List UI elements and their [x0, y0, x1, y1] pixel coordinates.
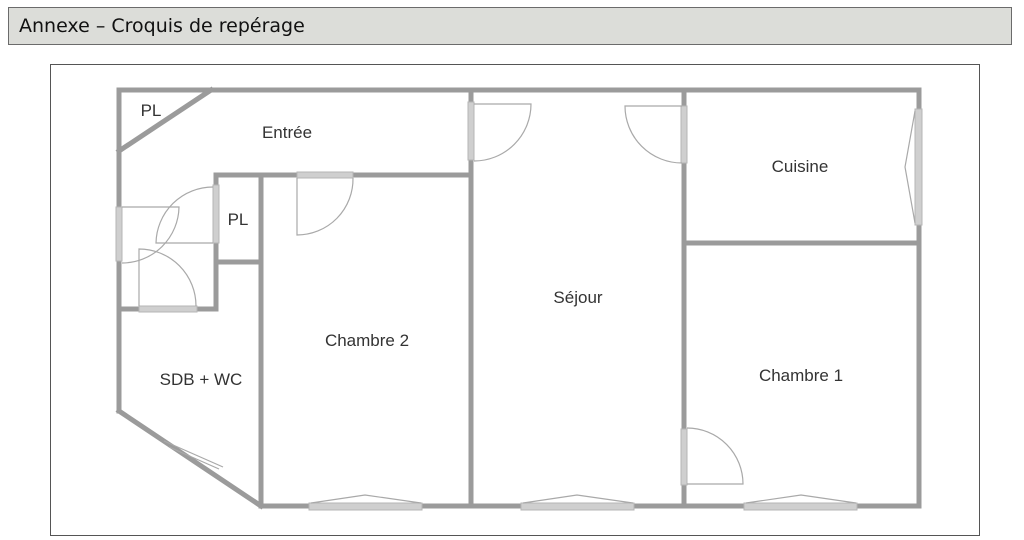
door-frame-sejour-right — [680, 105, 688, 164]
door-swing-closet-bottom — [138, 248, 197, 307]
window-sejour — [520, 502, 635, 511]
door-frame-chambre2 — [296, 171, 354, 179]
walls — [115, 86, 922, 510]
door-swing-chambre2 — [296, 177, 354, 236]
window-chambre1 — [743, 502, 858, 511]
window-casement-cuisine — [904, 110, 916, 224]
door-frame-chambre1 — [680, 428, 688, 486]
door-frame-closet-right — [212, 184, 220, 244]
door-swing-sejour-right — [624, 105, 683, 164]
room-labels: PL Entrée PL Séjour Cuisine Chambre 2 Ch… — [141, 101, 843, 389]
room-label-sdb-wc: SDB + WC — [160, 370, 243, 389]
room-label-entree: Entrée — [262, 123, 312, 142]
floor-plan: PL Entrée PL Séjour Cuisine Chambre 2 Ch… — [115, 86, 923, 511]
door-swing-closet-upper — [121, 206, 180, 264]
window-casement-chambre2 — [310, 494, 422, 504]
door-frame-closet-left — [115, 206, 123, 262]
window-casement-chambre1 — [745, 494, 857, 504]
window-casement-sejour — [522, 494, 634, 504]
openings — [115, 101, 923, 511]
room-label-cuisine: Cuisine — [772, 157, 829, 176]
window-sdb-sash — [168, 446, 220, 470]
window-chambre2 — [308, 502, 423, 511]
door-swing-chambre1 — [686, 427, 744, 485]
door-swings — [121, 103, 916, 504]
floor-plan-frame: PL Entrée PL Séjour Cuisine Chambre 2 Ch… — [50, 64, 980, 536]
room-label-sejour: Séjour — [553, 288, 602, 307]
door-frame-closet-bottom — [138, 305, 198, 313]
window-sdb — [163, 440, 224, 468]
annex-title-bar: Annexe – Croquis de repérage — [8, 7, 1012, 45]
annex-title: Annexe – Croquis de repérage — [19, 15, 305, 37]
room-label-pl-2: PL — [228, 210, 249, 229]
window-cuisine — [914, 108, 923, 226]
wall-pl-diagonal — [115, 86, 215, 155]
door-swing-closet-right — [155, 186, 214, 244]
door-frame-sejour-left — [467, 101, 475, 161]
outer-wall-bottom-diagonal — [115, 407, 265, 510]
door-swing-sejour-left — [473, 103, 532, 162]
room-label-chambre-1: Chambre 1 — [759, 366, 843, 385]
room-label-chambre-2: Chambre 2 — [325, 331, 409, 350]
room-label-pl-1: PL — [141, 101, 162, 120]
